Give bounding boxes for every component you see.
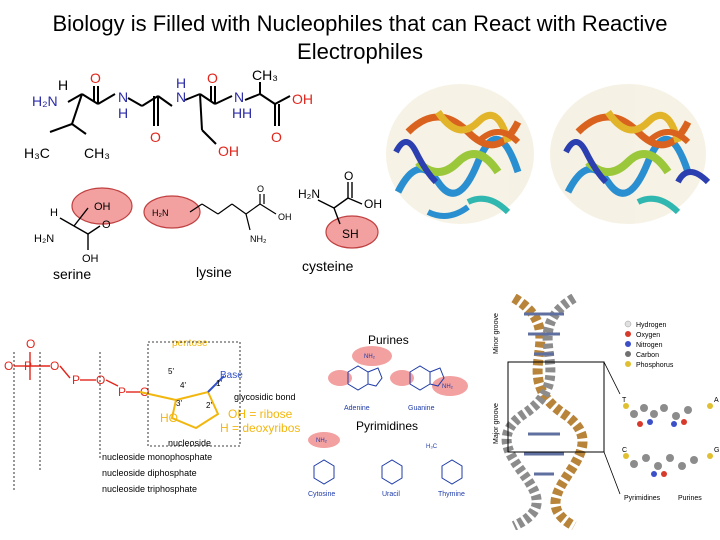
phosphate-p3: P bbox=[118, 385, 126, 399]
peptide-oh-side: OH bbox=[218, 143, 239, 159]
base-label: Base bbox=[220, 370, 243, 381]
cytosine-label: Cytosine bbox=[308, 491, 335, 498]
glycosidic-bond-label: glycosidic bond bbox=[234, 392, 296, 402]
serine-h2n: H₂N bbox=[34, 233, 54, 245]
peptide-h3c: H₃C bbox=[24, 145, 50, 161]
base-t: T bbox=[622, 397, 627, 404]
serine-nucleophile-highlight bbox=[71, 187, 133, 225]
cysteine-h2n: H₂N bbox=[298, 187, 320, 201]
peptide-n2: N bbox=[176, 89, 186, 105]
pyrimidines-caption: Pyrimidines bbox=[624, 495, 661, 502]
dna-structure-image: Minor groove Major groove Hydrogen Oxyge… bbox=[484, 294, 720, 530]
lysine-h2n-nuc: H₂N bbox=[152, 208, 169, 218]
dna-helix bbox=[501, 294, 588, 530]
peptide-h: H bbox=[58, 77, 68, 93]
lysine-structure: H₂N O OH NH₂ bbox=[143, 184, 292, 244]
thymine-label: Thymine bbox=[438, 491, 465, 498]
peptide-h-n3: H bbox=[232, 105, 242, 121]
slide-title: Biology is Filled with Nucleophiles that… bbox=[52, 11, 668, 64]
diphosphate-label: nucleoside diphosphate bbox=[102, 468, 197, 478]
phosphate-o3: O bbox=[50, 359, 59, 373]
major-groove-label: Major groove bbox=[493, 403, 500, 444]
lysine-nucleophile-highlight bbox=[143, 195, 201, 229]
lysine-o: O bbox=[257, 184, 264, 194]
lysine-nh2: NH₂ bbox=[250, 234, 267, 244]
serine-structure: H OH H₂N OH O bbox=[34, 187, 133, 262]
legend-carbon: Carbon bbox=[636, 352, 659, 359]
deoxyribose-label: H = deoxyribose bbox=[220, 421, 300, 435]
lysine-caption: lysine bbox=[196, 264, 232, 280]
minor-groove-label: Minor groove bbox=[493, 313, 500, 354]
thymine-h3c: H₃C bbox=[426, 444, 438, 450]
serine-h: H bbox=[50, 207, 58, 219]
peptide-o-end: O bbox=[271, 129, 282, 145]
phosphate-o2: O bbox=[4, 359, 13, 373]
adenine-label: Adenine bbox=[344, 405, 370, 412]
legend-nitrogen: Nitrogen bbox=[636, 342, 663, 349]
peptide-h2n: H₂N bbox=[32, 93, 58, 109]
uracil-label: Uracil bbox=[382, 491, 400, 498]
cysteine-oh: OH bbox=[364, 197, 382, 211]
legend-hydrogen: Hydrogen bbox=[636, 322, 666, 329]
guanine-label: Guanine bbox=[408, 405, 435, 412]
peptide-o2: O bbox=[150, 129, 161, 145]
purines-title: Purines bbox=[368, 333, 409, 347]
cysteine-nucleophile-highlight bbox=[325, 215, 379, 249]
guanine-nh2: NH₂ bbox=[442, 384, 454, 390]
monophosphate-label: nucleoside monophosphate bbox=[102, 452, 212, 462]
triphosphate-label: nucleoside triphosphate bbox=[102, 484, 197, 494]
adenine-nh2: NH₂ bbox=[364, 354, 376, 360]
peptide-n3: N bbox=[234, 89, 244, 105]
peptide-h-n3b: H bbox=[242, 105, 252, 121]
base-c: C bbox=[622, 447, 627, 454]
peptide-structure: H₂N N H N H N H H O O O OH OH O H H₃C CH… bbox=[24, 67, 313, 161]
peptide-o1: O bbox=[90, 70, 101, 86]
phosphate-o1: O bbox=[26, 337, 35, 351]
phosphate-o4: O bbox=[96, 373, 105, 387]
serine-oh: OH bbox=[82, 253, 99, 262]
peptide-h-n1: H bbox=[118, 105, 128, 121]
purines-caption: Purines bbox=[678, 495, 702, 502]
pos-5: 5' bbox=[168, 367, 174, 376]
pos-2: 2' bbox=[206, 401, 212, 410]
protein-ribbon-image bbox=[386, 84, 711, 224]
pos-4: 4' bbox=[180, 381, 186, 390]
phosphate-p2: P bbox=[72, 373, 80, 387]
cysteine-caption: cysteine bbox=[302, 258, 354, 274]
base-pairs-closeup bbox=[623, 403, 713, 477]
peptide-n1: N bbox=[118, 89, 128, 105]
nucleobases-diagram: Purines Pyrimidines NH₂ NH₂ NH₂ H₃C Aden… bbox=[308, 333, 468, 498]
peptide-o3: O bbox=[207, 70, 218, 86]
nucleotide-diagram: P P P O O O O O pentose Base glycosidic … bbox=[4, 337, 300, 494]
base-g: G bbox=[714, 447, 719, 454]
nucleoside-label: nucleoside bbox=[168, 438, 211, 448]
ribose-label: OH = ribose bbox=[228, 407, 293, 421]
peptide-ch3-left: CH₃ bbox=[84, 145, 110, 161]
legend-phosphorus: Phosphorus bbox=[636, 362, 674, 369]
cysteine-structure: H₂N O OH SH bbox=[298, 170, 382, 249]
phosphate-p1: P bbox=[24, 359, 32, 373]
peptide-h-n2: H bbox=[176, 75, 186, 91]
pos-3: 3' bbox=[176, 399, 182, 408]
cysteine-o: O bbox=[344, 170, 353, 183]
phosphate-o5: O bbox=[140, 385, 149, 399]
pos-1: 1' bbox=[216, 379, 222, 388]
peptide-ch3-top: CH₃ bbox=[252, 67, 278, 83]
legend-oxygen: Oxygen bbox=[636, 332, 660, 339]
lysine-oh: OH bbox=[278, 212, 292, 222]
serine-oh-nuc: OH bbox=[94, 201, 111, 213]
cytosine-nh2: NH₂ bbox=[316, 438, 328, 444]
serine-caption: serine bbox=[53, 266, 92, 282]
base-a: A bbox=[714, 397, 719, 404]
serine-o: O bbox=[102, 219, 111, 231]
dna-legend: Hydrogen Oxygen Nitrogen Carbon Phosphor… bbox=[624, 320, 674, 369]
peptide-oh-end: OH bbox=[292, 91, 313, 107]
cysteine-sh-nuc: SH bbox=[342, 227, 359, 241]
pyrimidines-title: Pyrimidines bbox=[356, 419, 418, 433]
ho-label: HO bbox=[160, 411, 178, 425]
pentose-label: pentose bbox=[172, 338, 208, 349]
